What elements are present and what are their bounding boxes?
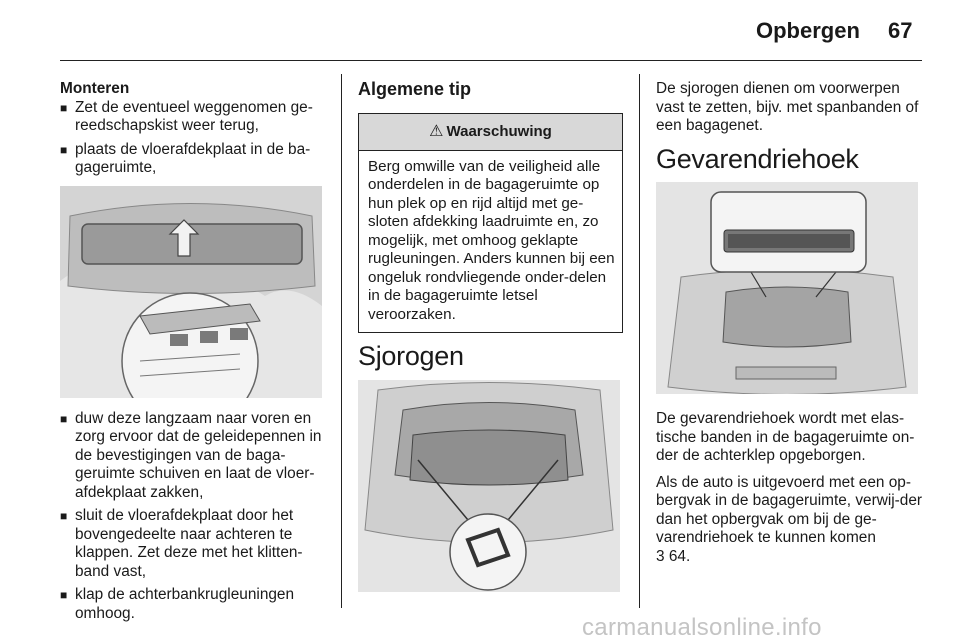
column-divider-right <box>639 74 640 608</box>
paragraph-elastic-bands: De gevarendriehoek wordt met elas-tische… <box>656 410 915 464</box>
warning-header: ⚠Waarschuwing <box>359 113 622 151</box>
subheading-monteren: Monteren <box>60 80 130 97</box>
warning-triangle-illustration <box>656 182 918 394</box>
warning-text: Berg omwille van de veiligheid alle onde… <box>368 157 615 323</box>
column-general-tip: Algemene tip ⚠Waarschuwing Berg omwille … <box>358 80 624 592</box>
figure-lashing-eyes <box>358 379 620 592</box>
floor-panel-illustration <box>60 185 322 398</box>
column-mounting: Monteren Zet de eventueel weggenomen ge-… <box>60 80 328 628</box>
lashing-eyes-illustration <box>358 379 620 592</box>
page-number: 67 <box>888 18 913 43</box>
paragraph-storage-box-text: Als de auto is uitgevoerd met een op-ber… <box>656 473 923 547</box>
figure-warning-triangle-storage <box>656 182 918 394</box>
watermark: carmanualsonline.info <box>582 614 822 641</box>
heading-algemene-tip: Algemene tip <box>358 79 472 99</box>
column-warning-triangle: De sjorogen dienen om voorwerpen vast te… <box>656 80 924 574</box>
page-title: Opbergen <box>756 18 860 43</box>
page-ref-number: 64. <box>668 547 691 565</box>
bullet-list-bottom: duw deze langzaam naar voren en zorg erv… <box>60 410 328 624</box>
heading-sjorogen: Sjorogen <box>358 341 464 371</box>
header-divider <box>60 60 922 61</box>
bullet-item: klap de achterbankrugleuningen omhoog. <box>60 586 328 623</box>
bullet-item: duw deze langzaam naar voren en zorg erv… <box>60 410 328 503</box>
page-header: Opbergen 67 <box>0 0 960 62</box>
column-divider-left <box>341 74 342 608</box>
bullet-list-top: Zet de eventueel weggenomen ge-reedschap… <box>60 99 328 178</box>
warning-triangle-icon: ⚠ <box>429 122 444 140</box>
warning-title: Waarschuwing <box>446 122 552 140</box>
bullet-item: Zet de eventueel weggenomen ge-reedschap… <box>60 99 328 136</box>
page-ref-symbol: 3 <box>656 547 665 565</box>
figure-floor-panel <box>60 185 322 398</box>
paragraph-storage-box: Als de auto is uitgevoerd met een op-ber… <box>656 474 924 567</box>
warning-box: ⚠Waarschuwing Berg omwille van de veilig… <box>358 112 623 333</box>
bullet-item: sluit de vloerafdekplaat door het boveng… <box>60 507 328 581</box>
bullet-item: plaats de vloerafdekplaat in de ba-gager… <box>60 141 328 178</box>
heading-gevarendriehoek: Gevarendriehoek <box>656 143 859 174</box>
intro-paragraph: De sjorogen dienen om voorwerpen vast te… <box>656 80 919 134</box>
